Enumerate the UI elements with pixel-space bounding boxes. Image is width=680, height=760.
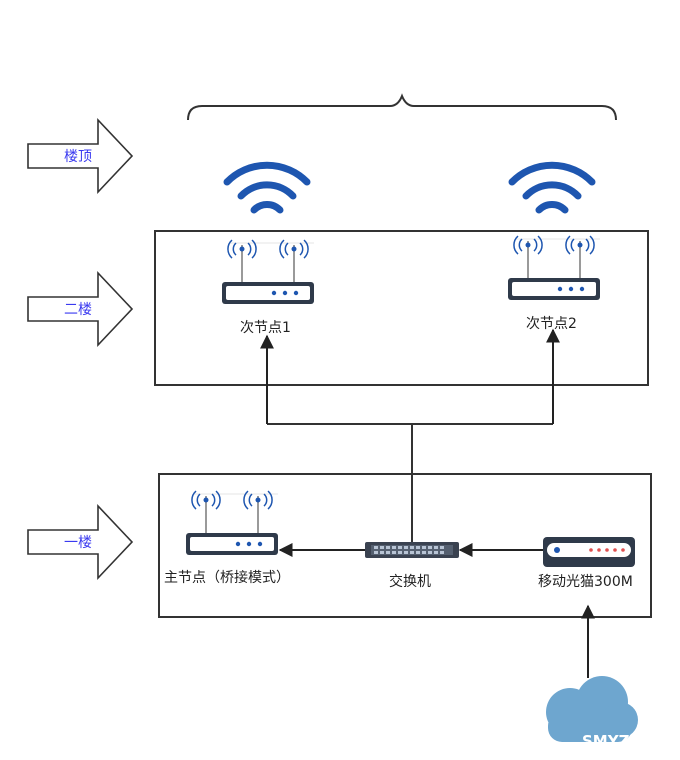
roof-brace: [187, 93, 617, 121]
cloud-icon: [546, 676, 638, 742]
label-main-node: 主节点（桥接模式）: [164, 570, 290, 586]
modem-icon: [543, 537, 635, 567]
wifi-icon: [512, 165, 592, 210]
floor-label-roof: 楼顶: [64, 149, 92, 165]
label-sub-node-1: 次节点1: [240, 320, 291, 336]
first-floor-box: [158, 473, 652, 618]
floor-label-first: 一楼: [64, 535, 92, 551]
label-switch: 交换机: [389, 574, 431, 590]
second-floor-box: [154, 230, 649, 386]
label-sub-node-2: 次节点2: [526, 316, 577, 332]
router-icon-sub-node-2: [507, 235, 601, 301]
watermark: SMYZ.NET: [582, 732, 669, 750]
floor-label-second: 二楼: [64, 302, 92, 318]
router-icon-main-node: [185, 490, 279, 556]
router-icon-sub-node-1: [221, 239, 315, 305]
wifi-icon: [227, 165, 307, 210]
label-modem: 移动光猫300M: [538, 574, 633, 590]
switch-icon: [365, 542, 459, 558]
